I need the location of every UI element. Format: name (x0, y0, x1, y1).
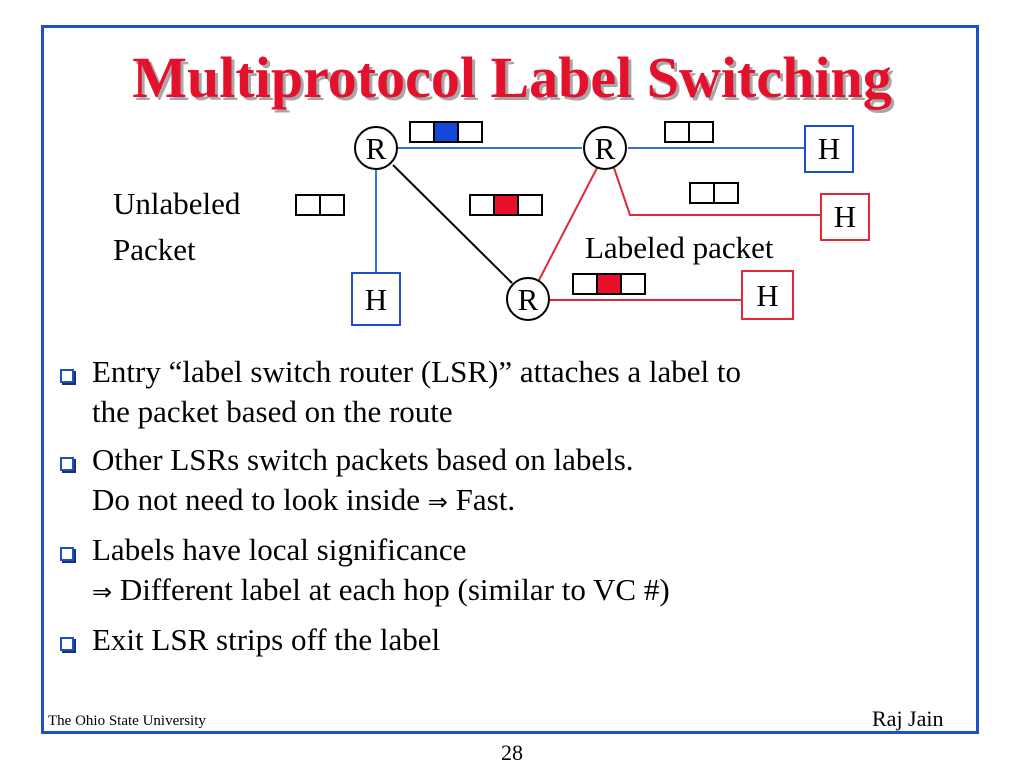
bullet-text: the packet based on the route (92, 394, 453, 429)
router-r3-label: R (517, 282, 539, 317)
footer-institution: The Ohio State University (48, 713, 206, 729)
packet-unlabeled-legend (295, 194, 345, 216)
bullet-marker-icon (60, 369, 74, 383)
host-h2-label: H (833, 199, 857, 234)
router-r2-label: R (594, 131, 616, 166)
unlabeled-label-line2: Packet (113, 232, 196, 267)
link-r1-r3 (392, 164, 513, 284)
bullet-marker-icon (60, 547, 74, 561)
bullet-text: Fast. (455, 482, 516, 517)
link-r2-h2 (613, 167, 821, 216)
implies-arrow-icon: ⇒ (92, 578, 113, 606)
packet-red-labeled-bottom (572, 273, 646, 295)
slide-frame (41, 25, 979, 734)
page-number: 28 (501, 740, 523, 765)
host-h1-label: H (817, 131, 841, 166)
packet-unlabeled-top (664, 121, 714, 143)
slide-title: Multiprotocol Label Switching (132, 45, 892, 110)
bullet-text: Exit LSR strips off the label (92, 622, 441, 657)
bullet-list: Entry “label switch router (LSR)” attach… (60, 352, 960, 668)
bullet-item: Exit LSR strips off the label (60, 620, 960, 660)
bullet-text-line: ⇒ Different label at each hop (similar t… (92, 570, 960, 612)
bullet-marker-icon (60, 457, 74, 471)
labeled-packet-label: Labeled packet (585, 230, 774, 265)
router-r2 (583, 126, 627, 170)
bullet-marker-icon (60, 637, 74, 651)
bullet-text: Different label at each hop (similar to … (119, 572, 670, 607)
footer-author: Raj Jain (872, 706, 944, 731)
bullet-item: Labels have local significance ⇒ Differe… (60, 530, 960, 612)
packet-unlabeled-mid (689, 182, 739, 204)
host-h1 (804, 125, 854, 173)
bullet-text: Do not need to look inside (92, 482, 428, 517)
router-r3 (506, 277, 550, 321)
implies-arrow-icon: ⇒ (427, 488, 448, 516)
host-h4-label: H (756, 278, 779, 313)
router-r1 (354, 126, 398, 170)
bullet-text: Labels have local significance (92, 532, 467, 567)
bullet-item: Other LSRs switch packets based on label… (60, 440, 960, 522)
unlabeled-label-line1: Unlabeled (113, 186, 241, 221)
packet-blue-labeled (409, 121, 483, 143)
bullet-item: Entry “label switch router (LSR)” attach… (60, 352, 960, 432)
router-r1-label: R (365, 131, 387, 166)
host-h3 (351, 272, 401, 326)
bullet-text: Other LSRs switch packets based on label… (92, 442, 634, 477)
bullet-text: Entry “label switch router (LSR)” attach… (92, 354, 742, 389)
packet-red-labeled-mid (469, 194, 543, 216)
link-r3-r2 (537, 167, 598, 283)
host-h3-label: H (364, 282, 388, 317)
host-h2 (820, 193, 870, 241)
host-h4 (741, 270, 794, 320)
bullet-text-line: Do not need to look inside ⇒ Fast. (92, 480, 960, 522)
